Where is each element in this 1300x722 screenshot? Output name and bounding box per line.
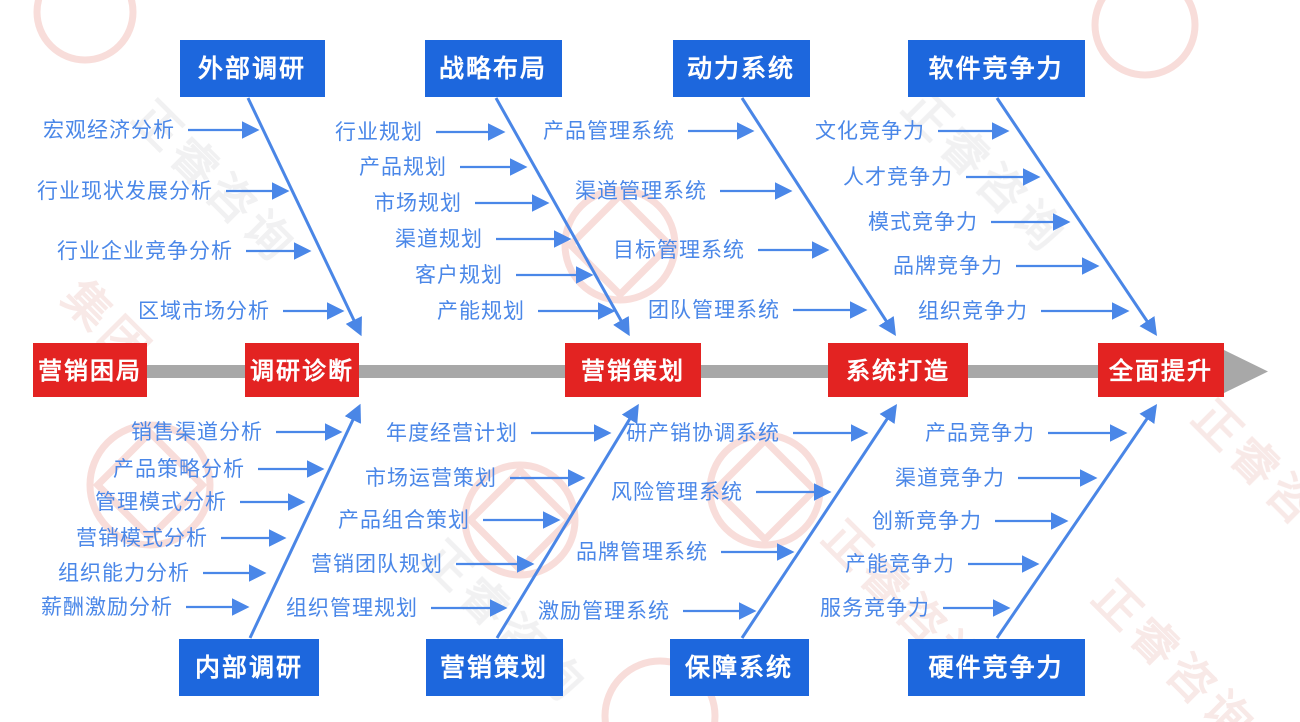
branch-box-label: 保障系统 — [684, 653, 793, 682]
bottom-branch-line-3 — [740, 403, 897, 639]
item-label: 管理模式分析 — [95, 491, 227, 514]
item-label: 年度经营计划 — [386, 422, 518, 445]
item-label: 组织能力分析 — [58, 562, 190, 585]
branch-box-label: 软件竞争力 — [928, 54, 1063, 83]
branch-box-software-competitiveness: 软件竞争力 — [908, 40, 1085, 97]
item-label: 产品管理系统 — [543, 120, 675, 143]
item-label: 服务竞争力 — [820, 597, 930, 620]
item-label: 组织管理规划 — [286, 597, 418, 620]
branch-box-label: 营销策划 — [440, 653, 548, 682]
branch-box-label: 战略布局 — [439, 54, 547, 83]
bottom-branch-line-4 — [995, 404, 1158, 639]
branch-box-hardware-competitiveness: 硬件竞争力 — [908, 639, 1085, 696]
branch-box-label: 硬件竞争力 — [928, 653, 1063, 682]
top-branch-line-4 — [995, 97, 1158, 336]
item-label: 销售渠道分析 — [131, 421, 263, 444]
item-label: 区域市场分析 — [138, 300, 270, 323]
stage-box-research-diagnosis: 调研诊断 — [245, 343, 359, 397]
bottom-branch-items: 销售渠道分析 产品策略分析 管理模式分析 营销模式分析 组织能力分析 薪酬激励分… — [41, 421, 1128, 623]
bottom-branch-line-2 — [495, 403, 639, 639]
item-label: 市场运营策划 — [365, 467, 497, 490]
branch-box-label: 动力系统 — [687, 54, 795, 83]
branch-box-strategy-layout: 战略布局 — [425, 40, 562, 97]
item-label: 团队管理系统 — [648, 299, 780, 322]
item-label: 行业现状发展分析 — [37, 180, 213, 203]
item-label: 产品策略分析 — [113, 458, 245, 481]
top-branch-line-3 — [740, 97, 896, 337]
branch-box-external-research: 外部调研 — [180, 40, 325, 97]
item-label: 风险管理系统 — [611, 481, 743, 504]
item-label: 薪酬激励分析 — [41, 596, 173, 619]
spine-arrowhead-icon — [1224, 350, 1268, 393]
item-label: 产能竞争力 — [845, 553, 955, 576]
top-branch-line-2 — [494, 97, 630, 337]
item-label: 营销模式分析 — [76, 527, 208, 550]
top-branch-line-1 — [246, 97, 362, 337]
top-branch-items: 宏观经济分析 行业现状发展分析 行业企业竞争分析 区域市场分析 行业规划 产品规… — [37, 119, 1130, 323]
stage-box-label: 调研诊断 — [250, 357, 354, 385]
item-label: 创新竞争力 — [872, 510, 982, 533]
item-label: 行业企业竞争分析 — [57, 240, 233, 263]
item-label: 渠道竞争力 — [895, 467, 1005, 490]
branch-box-marketing-planning: 营销策划 — [426, 639, 563, 696]
stage-box-marketing-planning: 营销策划 — [565, 343, 701, 397]
item-label: 品牌管理系统 — [576, 541, 708, 564]
item-label: 产品规划 — [359, 156, 447, 179]
stage-box-system-building: 系统打造 — [828, 343, 968, 397]
watermark-text: 正睿咨询 — [1183, 390, 1300, 574]
item-label: 激励管理系统 — [538, 600, 670, 623]
branch-box-power-system: 动力系统 — [673, 40, 810, 97]
stage-box-marketing-dilemma: 营销困局 — [33, 343, 147, 397]
item-label: 目标管理系统 — [613, 239, 745, 262]
item-label: 研产销协调系统 — [626, 422, 780, 445]
item-label: 产能规划 — [437, 300, 525, 323]
item-label: 渠道管理系统 — [575, 180, 707, 203]
item-label: 文化竞争力 — [815, 120, 925, 143]
stage-box-label: 系统打造 — [846, 357, 950, 385]
stage-boxes: 营销困局 调研诊断 营销策划 系统打造 全面提升 — [33, 343, 1224, 397]
branch-box-label: 内部调研 — [195, 653, 303, 682]
watermark-logo-icon — [33, 0, 1199, 722]
item-label: 组织竞争力 — [918, 300, 1028, 323]
top-branch-boxes: 外部调研 战略布局 动力系统 软件竞争力 — [180, 40, 1085, 97]
item-label: 行业规划 — [335, 121, 423, 144]
item-label: 模式竞争力 — [868, 211, 978, 234]
stage-box-label: 全面提升 — [1108, 357, 1213, 385]
bottom-branch-line-1 — [248, 403, 361, 639]
branch-box-support-system: 保障系统 — [670, 639, 809, 696]
stage-box-overall-improvement: 全面提升 — [1098, 343, 1224, 397]
stage-box-label: 营销策划 — [581, 357, 685, 385]
item-label: 客户规划 — [415, 264, 503, 287]
branch-lines — [246, 97, 1158, 639]
item-label: 宏观经济分析 — [43, 119, 175, 142]
branch-box-label: 外部调研 — [198, 54, 306, 83]
bottom-branch-boxes: 内部调研 营销策划 保障系统 硬件竞争力 — [179, 639, 1085, 696]
item-label: 产品组合策划 — [338, 509, 470, 532]
item-label: 产品竞争力 — [925, 422, 1035, 445]
item-label: 人才竞争力 — [843, 166, 953, 189]
item-label: 营销团队规划 — [311, 553, 443, 576]
item-label: 品牌竞争力 — [893, 255, 1003, 278]
item-label: 市场规划 — [374, 192, 462, 215]
branch-box-internal-research: 内部调研 — [179, 639, 319, 696]
watermark-text: 正睿咨询 — [1083, 570, 1267, 722]
stage-box-label: 营销困局 — [38, 358, 142, 385]
item-label: 渠道规划 — [395, 228, 483, 251]
